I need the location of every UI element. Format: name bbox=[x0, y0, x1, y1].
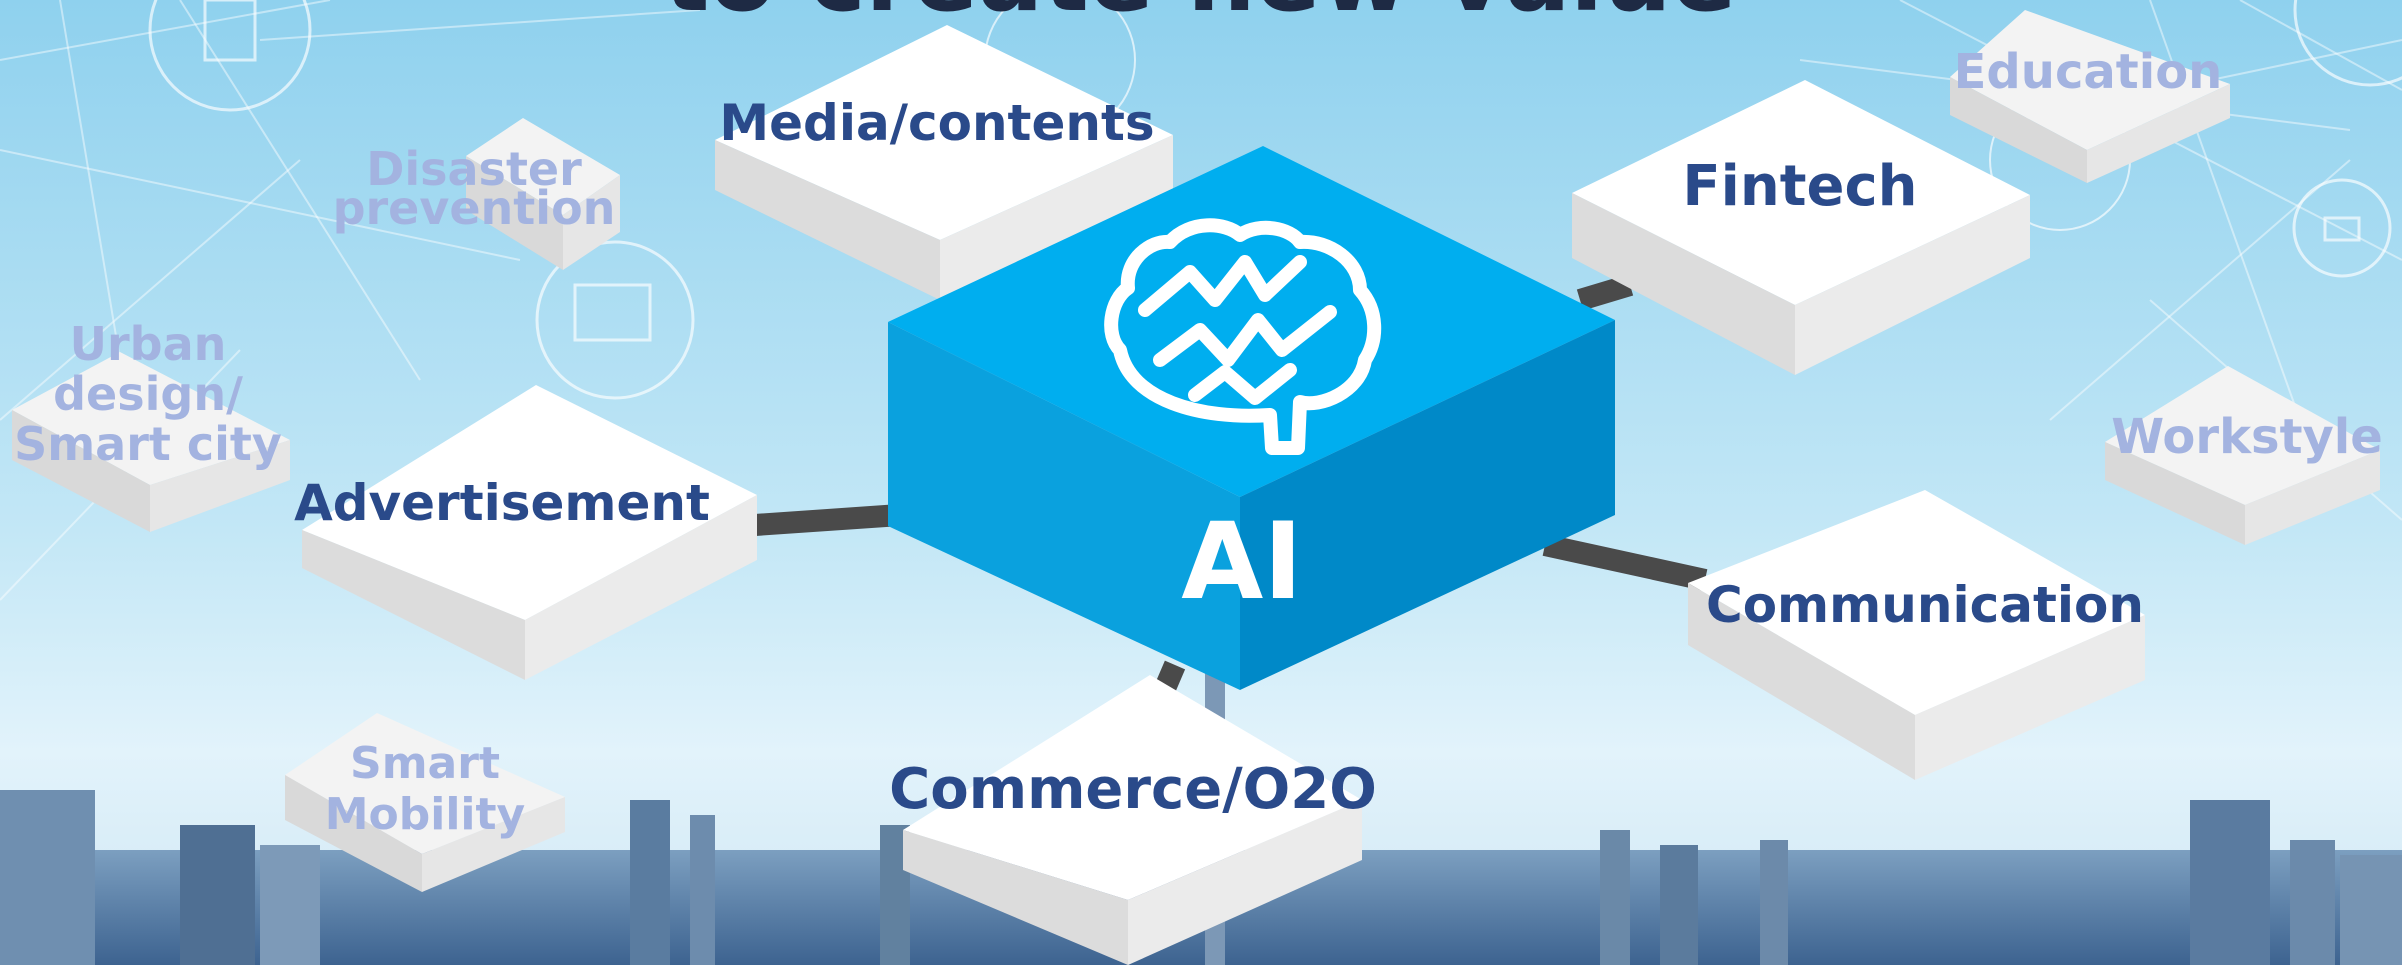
building bbox=[690, 815, 715, 965]
connector-advertisement bbox=[754, 504, 901, 536]
building bbox=[1760, 840, 1788, 965]
label-urban-line3: Smart city bbox=[14, 417, 282, 471]
connector-fintech bbox=[1576, 274, 1634, 311]
building bbox=[1600, 830, 1630, 965]
label-fintech: Fintech bbox=[1682, 154, 1917, 219]
building bbox=[260, 845, 320, 965]
label-mobility-line2: Mobility bbox=[325, 789, 525, 840]
label-urban-line2: design/ bbox=[53, 367, 243, 421]
hub-right-face bbox=[1240, 320, 1615, 690]
calendar-icon bbox=[573, 283, 652, 342]
building bbox=[0, 790, 95, 965]
tile-workstyle bbox=[2105, 366, 2380, 545]
document-circle-icon bbox=[148, 0, 312, 112]
building bbox=[2290, 840, 2335, 965]
tile-education bbox=[1950, 10, 2230, 183]
building bbox=[180, 825, 255, 965]
document-icon bbox=[203, 0, 257, 62]
label-commerce: Commerce/O2O bbox=[889, 757, 1377, 822]
hub-connectors bbox=[754, 274, 1708, 705]
label-disaster-line1: Disaster bbox=[366, 142, 582, 196]
label-workstyle: Workstyle bbox=[2111, 409, 2383, 465]
tile-media bbox=[715, 25, 1173, 300]
headline-partial: to create new value bbox=[663, 0, 1736, 33]
building bbox=[1660, 845, 1698, 965]
shop-icon bbox=[2323, 216, 2361, 242]
tile-urban bbox=[12, 352, 290, 532]
label-communication: Communication bbox=[1706, 576, 2144, 634]
tile-commerce bbox=[903, 675, 1362, 965]
brain-icon bbox=[1104, 218, 1382, 455]
label-mobility-line1: Smart bbox=[350, 738, 500, 789]
tile-advertisement bbox=[302, 385, 757, 680]
person-circle-icon bbox=[2293, 0, 2402, 87]
label-media: Media/contents bbox=[719, 94, 1154, 152]
label-education: Education bbox=[1954, 44, 2223, 100]
tile-fintech bbox=[1572, 80, 2030, 375]
shop-circle-icon bbox=[2292, 178, 2392, 278]
connector-communication bbox=[1542, 534, 1708, 591]
tile-communication bbox=[1688, 490, 2145, 780]
building bbox=[2190, 800, 2270, 965]
calendar-circle-icon bbox=[535, 240, 695, 400]
label-disaster-line2: prevention bbox=[333, 181, 616, 235]
tile-disaster bbox=[466, 118, 620, 270]
building bbox=[630, 800, 670, 965]
hub-left-face bbox=[888, 322, 1240, 690]
hub-label: AI bbox=[1181, 500, 1302, 623]
label-urban-line1: Urban bbox=[70, 317, 227, 371]
tile-mobility bbox=[285, 713, 565, 892]
building bbox=[2340, 855, 2402, 965]
label-advertisement: Advertisement bbox=[294, 474, 710, 532]
